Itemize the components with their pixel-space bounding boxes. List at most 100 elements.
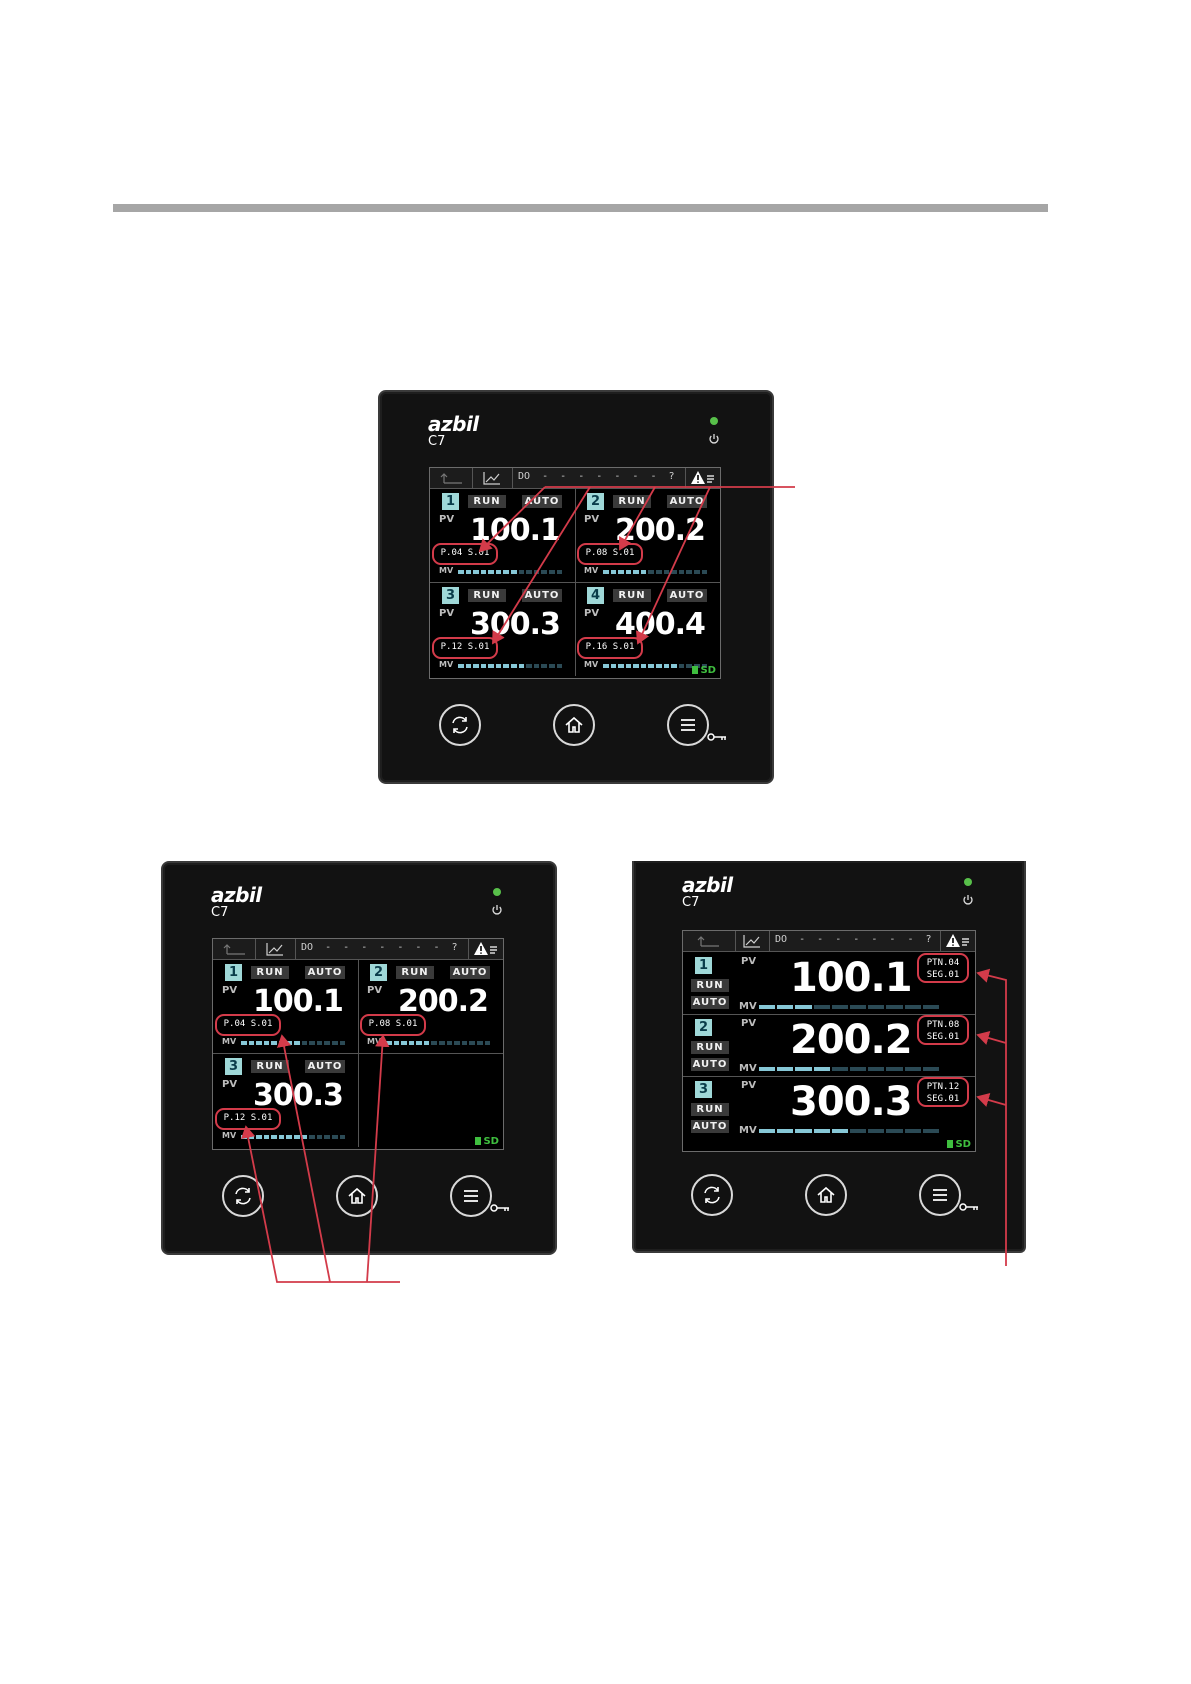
cycle-icon <box>704 1186 720 1204</box>
home-button[interactable] <box>805 1174 847 1216</box>
mv-bar-segment <box>423 1041 430 1045</box>
mv-bar-segment <box>518 664 525 668</box>
mv-bar-segment <box>678 570 685 574</box>
mv-label: MV <box>584 660 599 669</box>
mv-bar-segment <box>461 1041 468 1045</box>
alarm-tab[interactable] <box>940 931 975 951</box>
mv-bar-segment <box>339 1041 346 1045</box>
mv-bar-segment <box>886 1005 903 1009</box>
pattern-segment-indicator: P.12 S.01 <box>215 1108 281 1130</box>
mv-bar-segment <box>446 1041 453 1045</box>
mv-bar-segment <box>503 664 510 668</box>
mv-bar-segment <box>556 570 563 574</box>
channel-number-badge: 3 <box>225 1058 242 1075</box>
auto-status: AUTO <box>691 1120 729 1133</box>
sd-indicator: SD <box>947 1139 971 1150</box>
cycle-button[interactable] <box>222 1175 264 1217</box>
brand-logo: azbil <box>682 873 733 897</box>
mv-label: MV <box>439 660 454 669</box>
alarm-tab[interactable] <box>468 939 503 959</box>
status-led <box>964 878 972 886</box>
mv-bar-segment <box>278 1041 285 1045</box>
mv-bar-segment <box>618 664 624 668</box>
channel-number-badge: 2 <box>695 1019 712 1036</box>
menu-button[interactable] <box>450 1175 492 1217</box>
mv-bar-segment <box>548 570 555 574</box>
back-tab[interactable] <box>430 468 473 488</box>
home-button[interactable] <box>553 704 595 746</box>
menu-button[interactable] <box>919 1174 961 1216</box>
mv-bar-segment <box>813 1129 830 1133</box>
mv-bar-segment <box>454 1041 460 1045</box>
mv-bar-segment <box>256 1041 262 1045</box>
mv-bar-segment <box>886 1129 903 1133</box>
cycle-button[interactable] <box>691 1174 733 1216</box>
model-label: C7 <box>211 905 229 920</box>
mv-bar-segment <box>541 664 547 668</box>
alarm-tab[interactable] <box>685 468 720 488</box>
back-tab[interactable] <box>683 931 736 951</box>
mv-bar-segment <box>633 570 639 574</box>
mv-bar-segment <box>922 1067 940 1071</box>
mv-bar-segment <box>795 1129 812 1133</box>
trend-tab[interactable] <box>472 468 513 488</box>
pattern-segment-indicator: P.08 S.01 <box>577 543 643 565</box>
pattern-number: PTN.08 <box>926 1020 960 1030</box>
mv-bar-segment <box>663 664 670 668</box>
mv-bar-segment <box>777 1005 794 1009</box>
cycle-button[interactable] <box>439 704 481 746</box>
back-tab[interactable] <box>213 939 256 959</box>
run-status: RUN <box>613 589 651 602</box>
mv-bar-segment <box>868 1129 885 1133</box>
home-button[interactable] <box>336 1175 378 1217</box>
auto-status: AUTO <box>305 966 345 979</box>
pv-label: PV <box>741 956 757 967</box>
mv-bar-segment <box>324 1041 330 1045</box>
mv-bar-segment <box>488 570 494 574</box>
mv-label: MV <box>739 1063 757 1074</box>
mv-bar-segment <box>401 1041 407 1045</box>
mv-bar-segment <box>458 570 464 574</box>
mv-bar-segment <box>294 1135 300 1139</box>
run-status: RUN <box>691 1041 729 1054</box>
mv-bar-segment <box>640 664 647 668</box>
home-icon <box>348 1187 366 1204</box>
status-led <box>493 888 501 896</box>
mv-bar-segment <box>533 664 540 668</box>
mv-bar-segment <box>831 1005 849 1009</box>
trend-tab[interactable] <box>735 931 770 951</box>
key-icon <box>490 1204 509 1212</box>
model-label: C7 <box>428 434 446 449</box>
mv-bar-segment <box>656 570 662 574</box>
mv-bar-segment <box>431 1041 438 1045</box>
mv-bar-segment <box>625 570 632 574</box>
auto-status: AUTO <box>450 966 490 979</box>
sd-card-icon <box>475 1137 482 1145</box>
mv-bar-segment <box>473 664 479 668</box>
mv-bar-segment <box>618 570 624 574</box>
mv-bar-segment <box>278 1135 285 1139</box>
menu-button[interactable] <box>667 704 709 746</box>
pattern-segment-indicator: P.16 S.01 <box>577 637 643 659</box>
power-icon <box>709 434 719 444</box>
sd-card-icon <box>947 1140 954 1148</box>
trend-tab[interactable] <box>255 939 296 959</box>
mv-bar-segment <box>416 1041 422 1045</box>
menu-icon <box>681 719 695 731</box>
mv-bar-segment <box>480 570 487 574</box>
back-icon <box>440 473 462 484</box>
mv-bar-segment <box>465 570 472 574</box>
do-status: DO - - - - - - - ? <box>301 942 458 953</box>
screen-topbar: DO - - - - - - - ? <box>683 931 975 952</box>
